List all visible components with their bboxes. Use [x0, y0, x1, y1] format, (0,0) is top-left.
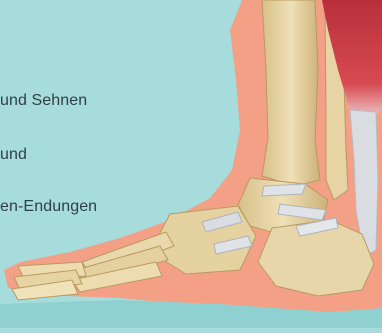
caption-line-1: und Sehnen [0, 92, 87, 110]
ligament-1 [262, 184, 306, 196]
caption-line-3: en-Endungen [0, 198, 97, 216]
caption-line-2: und [0, 146, 27, 164]
tibia-bone [262, 0, 320, 186]
